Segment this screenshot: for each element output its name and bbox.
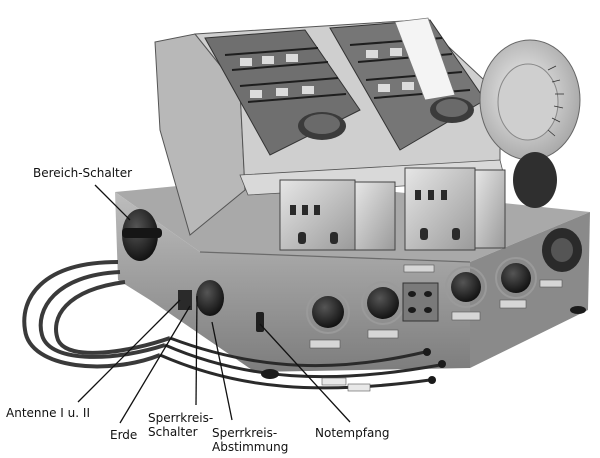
leader-erde [119, 305, 191, 424]
chassis-front-panel [115, 192, 470, 372]
front-knob-4 [501, 263, 531, 293]
label-erde: Erde [110, 428, 138, 442]
label-sperrkreis-schalter-line1: Sperrkreis- [148, 411, 214, 425]
front-knob-2 [367, 287, 399, 319]
leader-lines [77, 184, 351, 424]
leader-notempfang [259, 323, 351, 423]
label-bereich-schalter: Bereich-Schalter [33, 166, 133, 180]
label-sperrkreis-schalter-line2: Schalter [148, 425, 198, 439]
label-sperrkreis-schalter: Sperrkreis- Schalter [148, 411, 213, 439]
leader-antenne [77, 299, 181, 403]
label-notempfang: Notempfang [315, 426, 390, 440]
socket-block [402, 282, 439, 322]
lower-unit-2 [354, 181, 396, 251]
lower-unit-4 [474, 169, 506, 249]
label-sperrkreis-abstimmung-line2: Abstimmung [212, 440, 289, 454]
leader-sperrkreis-abstimmung [211, 321, 233, 421]
lower-unit-3 [404, 167, 476, 251]
leader-bereich-schalter [94, 184, 131, 221]
sperrkreis-knob [196, 280, 224, 316]
front-knob-1 [312, 296, 344, 328]
leader-sperrkreis-schalter [195, 295, 198, 406]
front-knob-3 [451, 272, 481, 302]
label-sperrkreis-abstimmung: Sperrkreis- Abstimmung [212, 426, 288, 454]
label-sperrkreis-abstimmung-line1: Sperrkreis- [212, 426, 278, 440]
scale-strip [394, 17, 456, 101]
notempfang-switch [256, 312, 264, 332]
label-antenne: Antenne I u. II [6, 406, 90, 420]
